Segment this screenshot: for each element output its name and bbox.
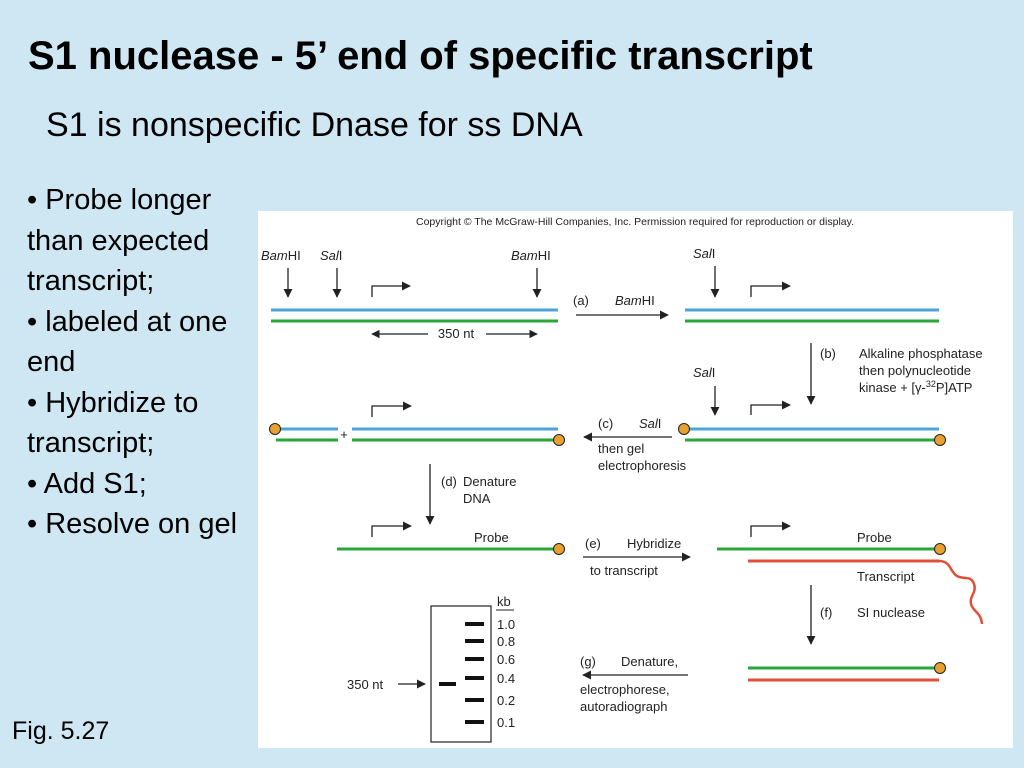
step-b-line2: then polynucleotide (859, 363, 971, 378)
sali-label-mid-right: SalI (693, 365, 715, 380)
end-label-dot (269, 423, 281, 435)
sali-label-top-right: SalI (693, 246, 715, 261)
bullet-item: • Add S1; (27, 467, 147, 500)
step-g-line1: Denature, (621, 654, 678, 669)
gel-lane (430, 605, 492, 743)
promoter-arrow (750, 281, 791, 297)
step-c-enzyme: SalI (639, 416, 661, 431)
length-label: 350 nt (438, 326, 475, 341)
bullet-item: • Hybridize to transcript; (27, 386, 199, 460)
promoter-arrow (750, 521, 791, 537)
plus-sign: + (340, 427, 348, 442)
marker-label: 0.1 (497, 715, 515, 730)
transcript-tail-red (938, 559, 984, 625)
step-a-letter: (a) (573, 293, 589, 308)
step-d-line2: DNA (463, 491, 491, 506)
step-b-line3: kinase + [γ-32P]ATP (859, 379, 972, 395)
promoter-arrow (750, 400, 791, 415)
slide-title: S1 nuclease - 5’ end of specific transcr… (28, 34, 813, 78)
step-a-enzyme: BamHI (615, 293, 655, 308)
figure-label: Fig. 5.27 (12, 717, 110, 745)
probe-label: Probe (857, 530, 892, 545)
copyright-notice: Copyright © The McGraw-Hill Companies, I… (416, 216, 854, 228)
band-size-label: 350 nt (347, 677, 384, 692)
gel-unit-label: kb (497, 594, 511, 609)
step-d-line1: Denature (463, 474, 516, 489)
step-d-letter: (d) (441, 474, 457, 489)
s1-mapping-figure: Copyright © The McGraw-Hill Companies, I… (258, 211, 1013, 748)
end-label-dot (678, 423, 690, 435)
end-label-dot (934, 543, 946, 555)
step-f-letter: (f) (820, 605, 832, 620)
step-f-line1: SI nuclease (857, 605, 925, 620)
promoter-arrow (371, 521, 412, 537)
promoter-arrow (371, 401, 412, 417)
step-b-letter: (b) (820, 346, 836, 361)
bullet-item: • Probe longer than expected transcript; (27, 184, 212, 297)
end-label-dot (934, 434, 946, 446)
step-c-line2: then gel (598, 441, 644, 456)
sali-label-left: SalI (320, 248, 342, 263)
marker-label: 0.6 (497, 652, 515, 667)
end-label-dot (553, 543, 565, 555)
step-c-letter: (c) (598, 416, 613, 431)
step-b-line1: Alkaline phosphatase (859, 346, 983, 361)
bullet-item: • labeled at one end (27, 305, 228, 379)
bullet-item: • Resolve on gel (27, 508, 238, 540)
bamhi-label-left: BamHI (261, 248, 301, 263)
probe-label: Probe (474, 530, 509, 545)
bullet-list: • Probe longer than expected transcript;… (27, 180, 259, 545)
slide-subtitle: S1 is nonspecific Dnase for ss DNA (46, 106, 583, 144)
promoter-arrow (371, 281, 411, 297)
gel-markers: 1.0 0.8 0.6 0.4 0.2 0.1 (465, 617, 515, 730)
marker-label: 1.0 (497, 617, 515, 632)
marker-label: 0.8 (497, 634, 515, 649)
end-label-dot (934, 662, 946, 674)
step-g-line2: electrophorese, (580, 682, 670, 697)
step-c-line3: electrophoresis (598, 458, 687, 473)
bamhi-label-right: BamHI (511, 248, 551, 263)
marker-label: 0.4 (497, 671, 515, 686)
transcript-label: Transcript (857, 569, 915, 584)
step-e-line1: Hybridize (627, 536, 681, 551)
step-g-line3: autoradiograph (580, 699, 667, 714)
figure-svg: Copyright © The McGraw-Hill Companies, I… (261, 216, 984, 743)
step-e-line2: to transcript (590, 563, 658, 578)
step-g-letter: (g) (580, 654, 596, 669)
end-label-dot (553, 434, 565, 446)
step-e-letter: (e) (585, 536, 601, 551)
marker-label: 0.2 (497, 693, 515, 708)
